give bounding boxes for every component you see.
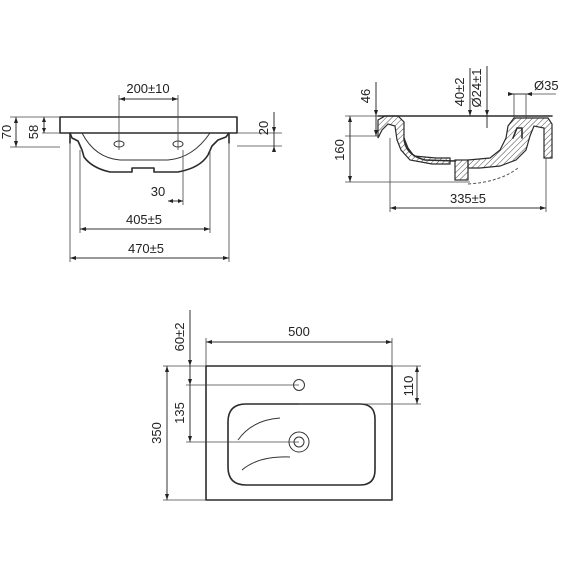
- arrowhead: [526, 92, 532, 96]
- arrowhead: [485, 110, 489, 116]
- top-view-bowl-shading: [237, 417, 281, 441]
- arrowhead: [415, 366, 419, 372]
- front-view-inner-curve: [81, 132, 211, 161]
- dim-inner-width: 405±5: [126, 212, 162, 227]
- dim-rim-offset: 20: [256, 121, 271, 135]
- section-bowl-bottom: [403, 137, 456, 162]
- dim-tap-spacing: 200±10: [126, 81, 169, 96]
- dim-drain-offset: 135: [172, 402, 187, 424]
- arrowhead: [204, 227, 210, 231]
- dim-overflow-height: 40±2: [452, 78, 467, 107]
- arrowhead: [374, 110, 378, 116]
- arrowhead: [14, 117, 18, 123]
- top-view-bowl: [227, 403, 376, 486]
- dim-height-rim: 58: [26, 125, 41, 139]
- arrowhead: [223, 256, 229, 260]
- arrowhead: [390, 206, 396, 210]
- arrowhead: [272, 127, 276, 133]
- arrowhead: [206, 340, 212, 344]
- arrowhead: [14, 141, 18, 147]
- arrowhead: [178, 199, 183, 203]
- dim-depth: 350: [149, 422, 164, 444]
- dim-outer-width: 470±5: [128, 241, 164, 256]
- arrowhead: [540, 206, 546, 210]
- dim-height-total: 70: [0, 125, 14, 139]
- arrowhead: [165, 494, 169, 500]
- arrowhead: [165, 366, 169, 372]
- arrowhead: [415, 398, 419, 404]
- arrowhead: [348, 176, 352, 182]
- arrowhead: [119, 97, 125, 101]
- arrowhead: [188, 379, 192, 385]
- section-right-wall: [467, 117, 553, 169]
- section-drain: [454, 159, 469, 181]
- section-overflow: [512, 127, 523, 139]
- top-view-bowl-shading: [241, 456, 291, 471]
- dim-drain-offset: 30: [151, 184, 165, 199]
- arrowhead: [468, 110, 472, 116]
- arrowhead: [80, 227, 86, 231]
- dim-tap-hole-from-right: 110: [401, 376, 416, 397]
- dim-tap-hole-offset: 60±2: [172, 323, 187, 352]
- section-dashed-curve: [467, 167, 519, 185]
- arrowhead: [508, 92, 514, 96]
- section-left-wall: [377, 115, 451, 165]
- dim-width: 500: [288, 324, 310, 339]
- arrowhead: [348, 116, 352, 122]
- arrowhead: [168, 199, 173, 203]
- arrowhead: [374, 130, 378, 136]
- dim-bowl-width: 335±5: [450, 191, 486, 206]
- arrowhead: [272, 146, 276, 152]
- front-view: 200±10 70 58 20 30 405±5 470±5: [0, 81, 282, 262]
- arrowhead: [172, 97, 178, 101]
- top-view-outer-rim: [205, 365, 393, 501]
- section-view: 160 46 40±2 Ø24±1 Ø35 335±5: [332, 66, 559, 212]
- arrowhead: [42, 117, 46, 122]
- dim-overflow-diameter: Ø24±1: [469, 69, 484, 108]
- top-view: 500 350 60±2 135 110: [149, 310, 421, 501]
- arrowhead: [70, 256, 76, 260]
- arrowhead: [42, 128, 46, 133]
- dim-rim-thickness: 46: [358, 89, 373, 103]
- arrowhead: [188, 360, 192, 366]
- dim-depth: 160: [332, 139, 347, 161]
- arrowhead: [386, 340, 392, 344]
- arrowhead: [188, 436, 192, 442]
- dim-tap-hole-diameter: Ø35: [534, 78, 559, 93]
- front-view-outline: [59, 116, 238, 173]
